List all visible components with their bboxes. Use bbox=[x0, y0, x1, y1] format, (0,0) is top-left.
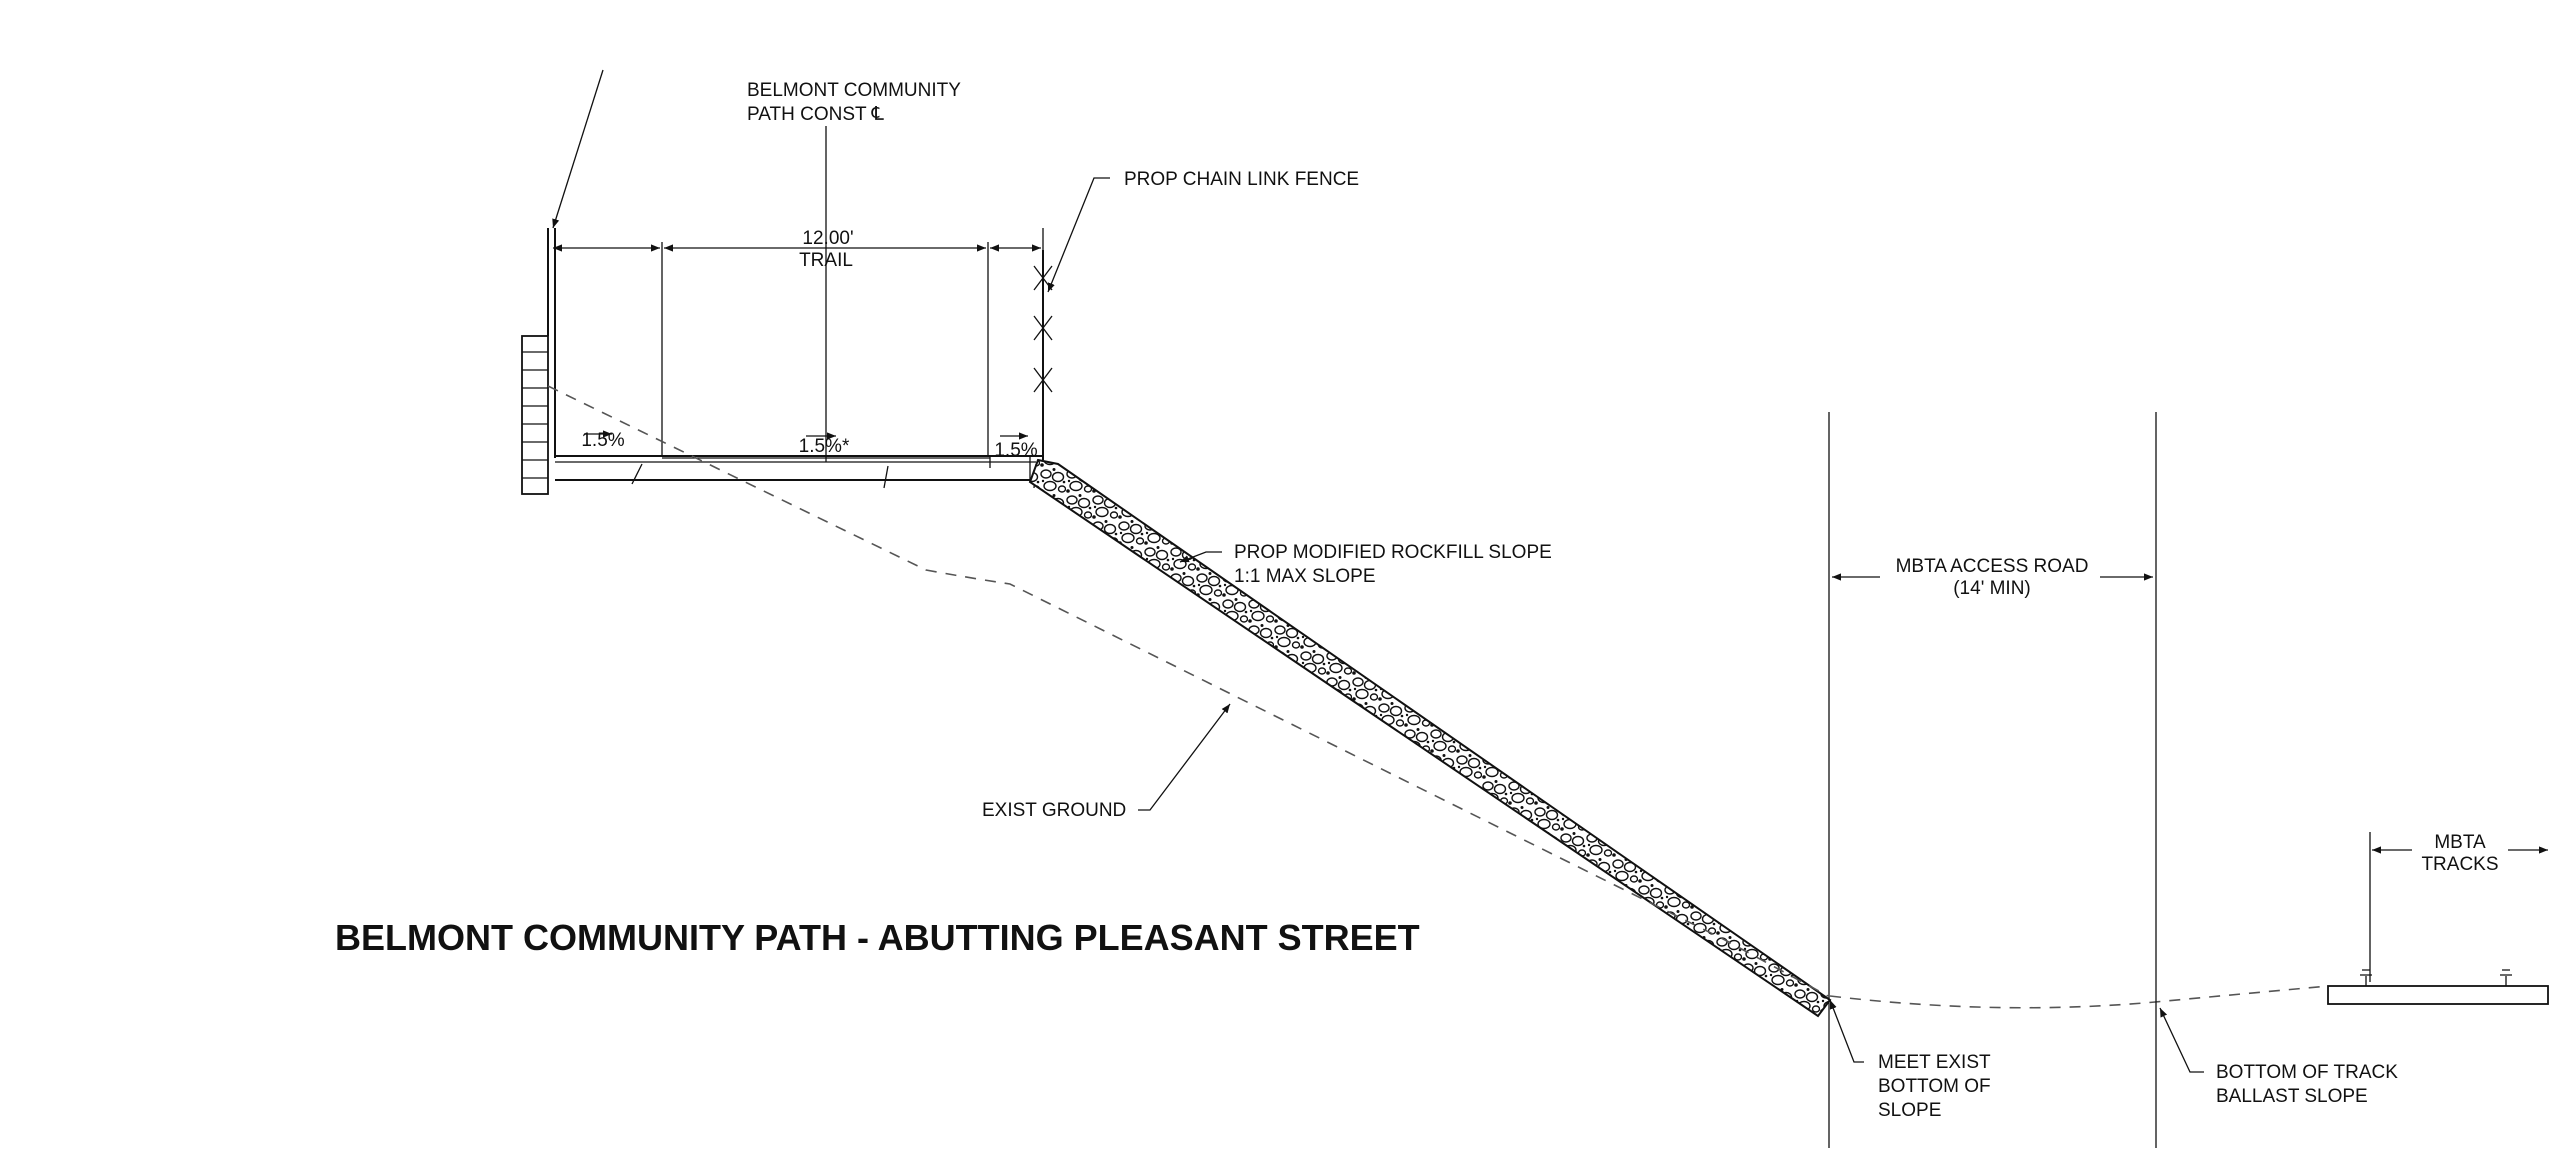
access-road-label-line1: MBTA ACCESS ROAD bbox=[1896, 556, 2089, 577]
meet-slope-leader-line bbox=[1829, 999, 1864, 1063]
fence-leader-line bbox=[1047, 177, 1110, 293]
tracks-label-line2: TRACKS bbox=[2421, 854, 2498, 875]
slope-label-center: 1.5%* bbox=[799, 436, 850, 457]
trail-pavement-section bbox=[555, 455, 1042, 482]
chain-link-fence bbox=[1033, 250, 1053, 460]
slope-label-left: 1.5% bbox=[581, 430, 624, 451]
fence-label: PROP CHAIN LINK FENCE bbox=[1124, 169, 1359, 190]
exist-ground-line bbox=[547, 385, 1829, 997]
rockfill-label-line1: PROP MODIFIED ROCKFILL SLOPE bbox=[1234, 542, 1552, 563]
meet-slope-label-line2: BOTTOM OF bbox=[1878, 1076, 1991, 1097]
ballast-label-line1: BOTTOM OF TRACK bbox=[2216, 1062, 2398, 1083]
meet-slope-label-line1: MEET EXIST bbox=[1878, 1052, 1991, 1073]
exist-ground-leader-line bbox=[1138, 703, 1231, 811]
ballast-leader-line bbox=[2159, 1007, 2204, 1073]
slope-label-right: 1.5% bbox=[994, 440, 1037, 461]
trail-label: TRAIL bbox=[799, 250, 853, 271]
wall-leader-line bbox=[552, 69, 604, 229]
ballast-label-line2: BALLAST SLOPE bbox=[2216, 1086, 2368, 1107]
meet-slope-label-line3: SLOPE bbox=[1878, 1100, 1941, 1121]
pavement-depth-marks bbox=[631, 463, 1037, 489]
access-road-label-line2: (14' MIN) bbox=[1953, 578, 2031, 599]
rockfill-slope bbox=[1028, 458, 1832, 1018]
access-road-boundaries bbox=[1828, 412, 2157, 1148]
centerline-label-line2: PATH CONST ℄ bbox=[747, 104, 885, 125]
exist-ground-label: EXIST GROUND bbox=[982, 800, 1126, 821]
rockfill-leader-line bbox=[1179, 551, 1222, 563]
exist-ground-line-right bbox=[1829, 985, 2329, 1009]
drawing-title: BELMONT COMMUNITY PATH - ABUTTING PLEASA… bbox=[335, 917, 1420, 958]
retaining-wall bbox=[521, 228, 556, 495]
rockfill-label-line2: 1:1 MAX SLOPE bbox=[1234, 566, 1376, 587]
mbta-track bbox=[2327, 832, 2549, 1005]
dimension-extension-lines bbox=[661, 126, 1044, 462]
centerline-label-line1: BELMONT COMMUNITY bbox=[747, 80, 961, 101]
trail-width-label: 12.00' bbox=[802, 228, 853, 249]
tracks-label-line1: MBTA bbox=[2434, 832, 2486, 853]
slope-arrows bbox=[584, 430, 1028, 440]
